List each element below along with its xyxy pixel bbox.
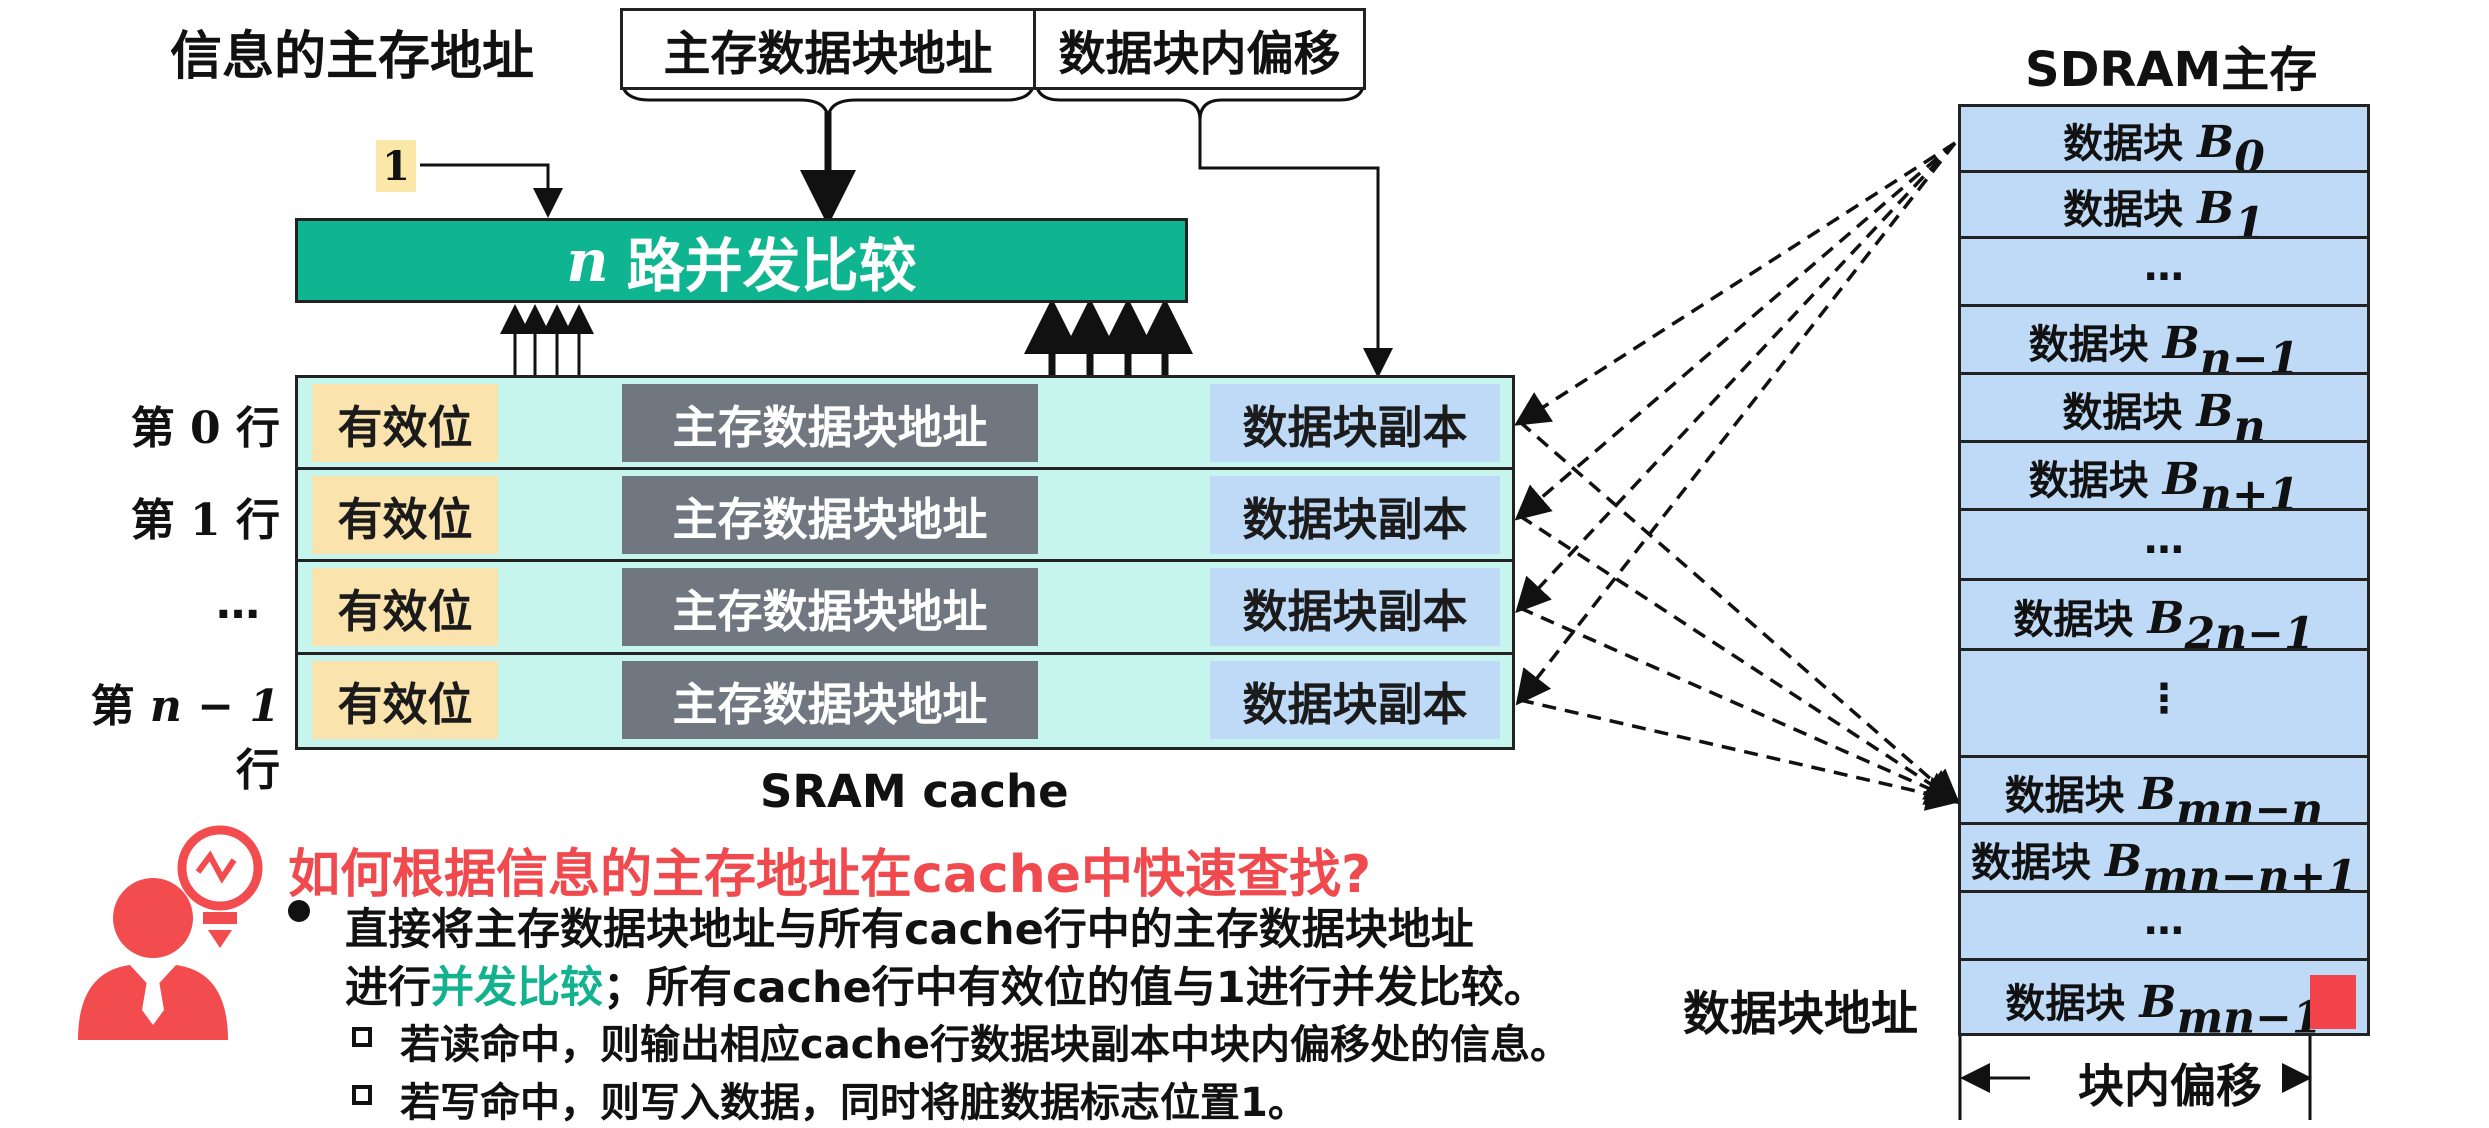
memory-row-divider	[1958, 236, 2370, 239]
bullet-line: 直接将主存数据块地址与所有cache行中的主存数据块地址	[345, 905, 1474, 955]
offset-marker	[2310, 975, 2356, 1029]
sub-bullet-line: 若写命中，则写入数据，同时将脏数据标志位置1。	[400, 1080, 1308, 1126]
bullet-line: 进行并发比较；所有cache行中有效位的值与1进行并发比较。	[345, 963, 1547, 1013]
tag-cell: 主存数据块地址	[622, 661, 1038, 739]
arrow-offset-to-data	[1198, 112, 1393, 378]
memory-row-divider	[1958, 958, 2370, 961]
cache-row-label: 第 0 行	[130, 403, 280, 454]
valid-bit-cell: 有效位	[312, 476, 498, 554]
block-offset-label: 块内偏移	[2078, 1059, 2262, 1113]
question-heading: 如何根据信息的主存地址在cache中快速查找?	[288, 845, 1372, 905]
map-row1-to-bmn	[1519, 514, 1961, 804]
memory-row-divider	[1958, 304, 2370, 307]
square-bullet	[352, 1027, 372, 1047]
address-field-block: 主存数据块地址	[620, 8, 1036, 90]
valid-bit-cell: 有效位	[312, 384, 498, 462]
cache-row-label: 第 n − 1 行	[90, 681, 280, 796]
bullet-dot	[288, 900, 310, 922]
block-address-label: 数据块地址	[1683, 987, 1918, 1042]
map-b0-row2	[1515, 141, 1957, 614]
memory-row-divider	[1958, 170, 2370, 173]
memory-row-divider	[1958, 440, 2370, 443]
cache-name: SRAM cache	[760, 765, 1069, 818]
arrow-one-to-comparator	[420, 163, 563, 218]
cache-row-divider	[295, 652, 1515, 655]
map-row2-to-bmn	[1519, 606, 1962, 805]
memory-ellipsis: …	[2144, 244, 2184, 290]
tag-cell: 主存数据块地址	[622, 568, 1038, 646]
square-bullet	[352, 1085, 372, 1105]
tag-cell: 主存数据块地址	[622, 476, 1038, 554]
map-b0-row3	[1515, 141, 1957, 706]
valid-bit-cell: 有效位	[312, 568, 498, 646]
person-icon	[78, 878, 228, 1040]
valid-constant-badge: 1	[376, 140, 416, 192]
comparator-n-symbol: n	[566, 226, 609, 295]
memory-row-divider	[1958, 508, 2370, 511]
map-b0-row0	[1514, 141, 1956, 426]
sub-bullet-line: 若读命中，则输出相应cache行数据块副本中块内偏移处的信息。	[400, 1022, 1571, 1068]
diagram-title: 信息的主存地址	[170, 27, 535, 87]
map-b0-row1	[1514, 141, 1957, 521]
comparator: n 路并发比较	[295, 218, 1188, 303]
cache-row-divider	[295, 467, 1515, 470]
highlight-text: 并发比较	[431, 963, 603, 1013]
map-row3-to-bmn	[1519, 698, 1962, 811]
tag-cell: 主存数据块地址	[622, 384, 1038, 462]
memory-row-divider	[1958, 822, 2370, 825]
valid-bit-cell: 有效位	[312, 661, 498, 739]
sdram-memory	[1958, 104, 2370, 1036]
comparator-label: 路并发比较	[626, 231, 917, 300]
cache-row-label: 第 1 行	[130, 495, 280, 546]
memory-row-divider	[1958, 578, 2370, 581]
memory-row-divider	[1958, 755, 2370, 758]
lightbulb-icon	[177, 825, 263, 948]
memory-ellipsis: …	[2144, 517, 2184, 563]
data-copy-cell: 数据块副本	[1210, 384, 1500, 462]
memory-row-divider	[1958, 648, 2370, 651]
cache-row-divider	[295, 559, 1515, 562]
data-copy-cell: 数据块副本	[1210, 568, 1500, 646]
data-copy-cell: 数据块副本	[1210, 661, 1500, 739]
memory-ellipsis: ⋮	[2144, 675, 2184, 722]
map-b0-to-bmn	[1518, 420, 1961, 805]
address-field-offset: 数据块内偏移	[1033, 8, 1366, 90]
memory-row-divider	[1958, 890, 2370, 893]
data-copy-cell: 数据块副本	[1210, 476, 1500, 554]
memory-ellipsis: …	[2144, 898, 2184, 944]
cache-row-label: …	[216, 578, 260, 629]
memory-row-divider	[1958, 372, 2370, 375]
memory-title: SDRAM主存	[2025, 42, 2318, 98]
